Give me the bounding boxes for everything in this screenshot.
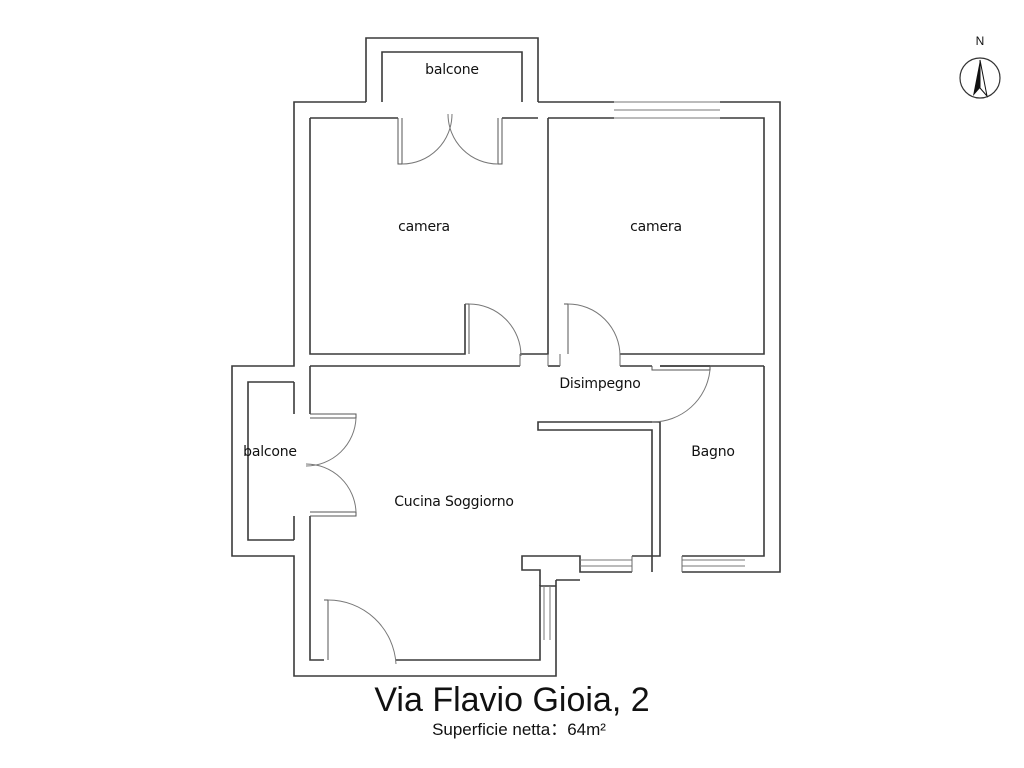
doors [305, 113, 711, 665]
net-area-line: Superficie netta：64m² [0, 720, 1024, 740]
address-title: Via Flavio Gioia, 2 [374, 681, 650, 719]
compass-north-label: N [976, 34, 985, 48]
room-label-balcone-top: balcone [425, 62, 479, 78]
room-labels: balcone camera camera Disimpegno balcone… [243, 62, 735, 510]
room-label-balcone-left: balcone [243, 444, 297, 460]
north-arrow-icon [973, 60, 980, 96]
outer-walls [231, 37, 781, 677]
windows [543, 101, 745, 640]
room-label-cucina-soggiorno: Cucina Soggiorno [394, 494, 514, 510]
room-label-disimpegno: Disimpegno [559, 376, 640, 392]
room-label-bagno: Bagno [691, 444, 735, 460]
compass: N [959, 34, 1001, 99]
room-label-camera-left: camera [398, 219, 450, 235]
net-area-value: 64m² [567, 720, 606, 739]
room-label-camera-right: camera [630, 219, 682, 235]
net-area-label: Superficie netta： [432, 720, 568, 739]
compass-ring [959, 57, 1001, 99]
